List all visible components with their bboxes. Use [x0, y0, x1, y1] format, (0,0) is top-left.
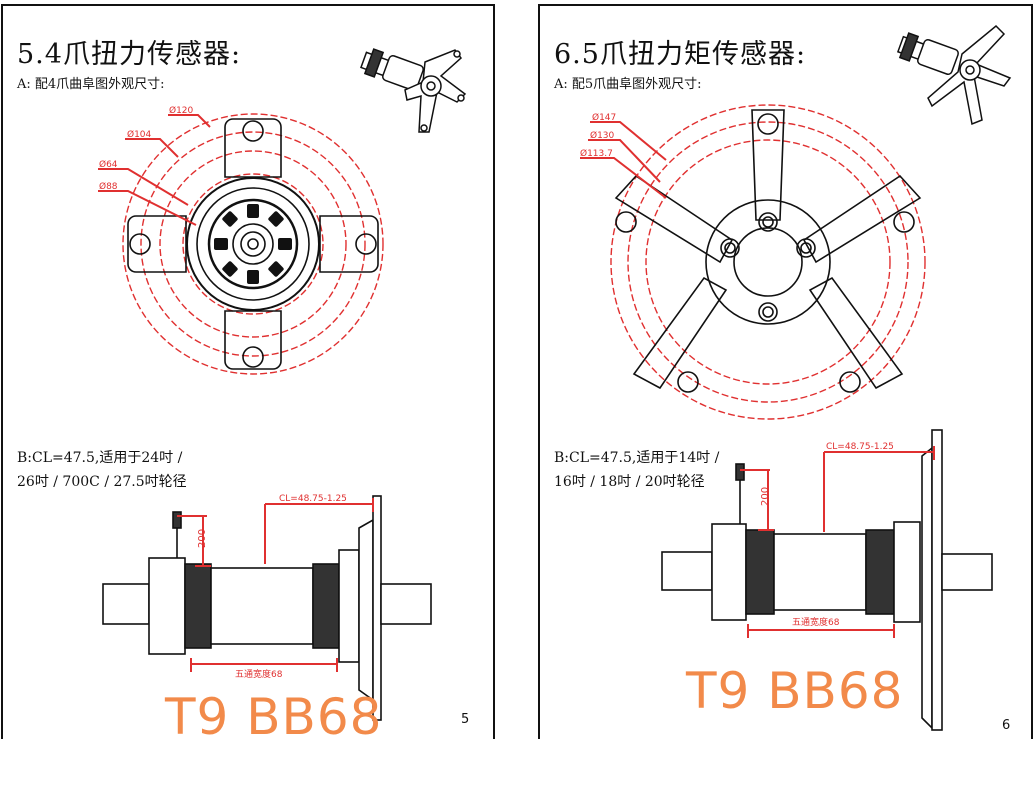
diameter-label: Ø88: [99, 181, 118, 192]
diameter-label: Ø120: [169, 105, 194, 116]
bottom-bracket-side-view: 200 CL=48.75-1.25 五通宽度68: [661, 429, 993, 731]
page-title: 6.5爪扭力矩传感器:: [554, 39, 807, 70]
cable-length-label: 200: [760, 487, 771, 506]
sensor-thumbnail-image: [896, 24, 1012, 126]
chainline-label: CL=48.75-1.25: [826, 442, 894, 452]
diameter-label: Ø64: [99, 159, 118, 170]
shell-width-label: 五通宽度68: [792, 616, 840, 628]
spec-line: 26吋 / 700C / 27.5吋轮径: [17, 474, 187, 490]
four-claw-flange-drawing: Ø120 Ø104 Ø64 Ø88: [98, 105, 384, 375]
diameter-label: Ø130: [590, 130, 615, 141]
page-5: 5.4爪扭力传感器: A: 配4爪曲阜图外观尺寸:: [1, 4, 495, 746]
spec-line: B:CL=47.5,适用于14吋 /: [554, 450, 720, 466]
five-claw-flange-drawing: Ø147 Ø130 Ø113.7: [580, 104, 926, 420]
watermark: T9 BB68: [165, 688, 383, 746]
watermark: T9 BB68: [686, 662, 904, 720]
spec-line: 16吋 / 18吋 / 20吋轮径: [554, 474, 705, 490]
page-6: 6.5爪扭力矩传感器: A: 配5爪曲阜图外观尺寸:: [538, 4, 1033, 739]
section-b-spec: B:CL=47.5,适用于14吋 / 16吋 / 18吋 / 20吋轮径: [554, 446, 719, 494]
diameter-label: Ø113.7: [580, 148, 613, 159]
bottom-bracket-side-view: 200 CL=48.75-1.25 五通宽度68: [102, 494, 432, 721]
cable-length-label: 200: [197, 529, 208, 548]
page-number: 5: [461, 712, 470, 727]
page-title: 5.4爪扭力传感器:: [17, 39, 242, 70]
sensor-thumbnail-image: [360, 48, 467, 133]
shell-width-label: 五通宽度68: [235, 668, 283, 680]
diameter-label: Ø104: [127, 129, 152, 140]
section-b-spec: B:CL=47.5,适用于24吋 / 26吋 / 700C / 27.5吋轮径: [17, 446, 187, 494]
page-number: 6: [1002, 718, 1011, 733]
diameter-label: Ø147: [592, 112, 616, 123]
spec-line: B:CL=47.5,适用于24吋 /: [17, 450, 183, 466]
section-a-caption: A: 配4爪曲阜图外观尺寸:: [17, 77, 165, 92]
section-a-caption: A: 配5爪曲阜图外观尺寸:: [554, 77, 702, 92]
chainline-label: CL=48.75-1.25: [279, 494, 347, 504]
